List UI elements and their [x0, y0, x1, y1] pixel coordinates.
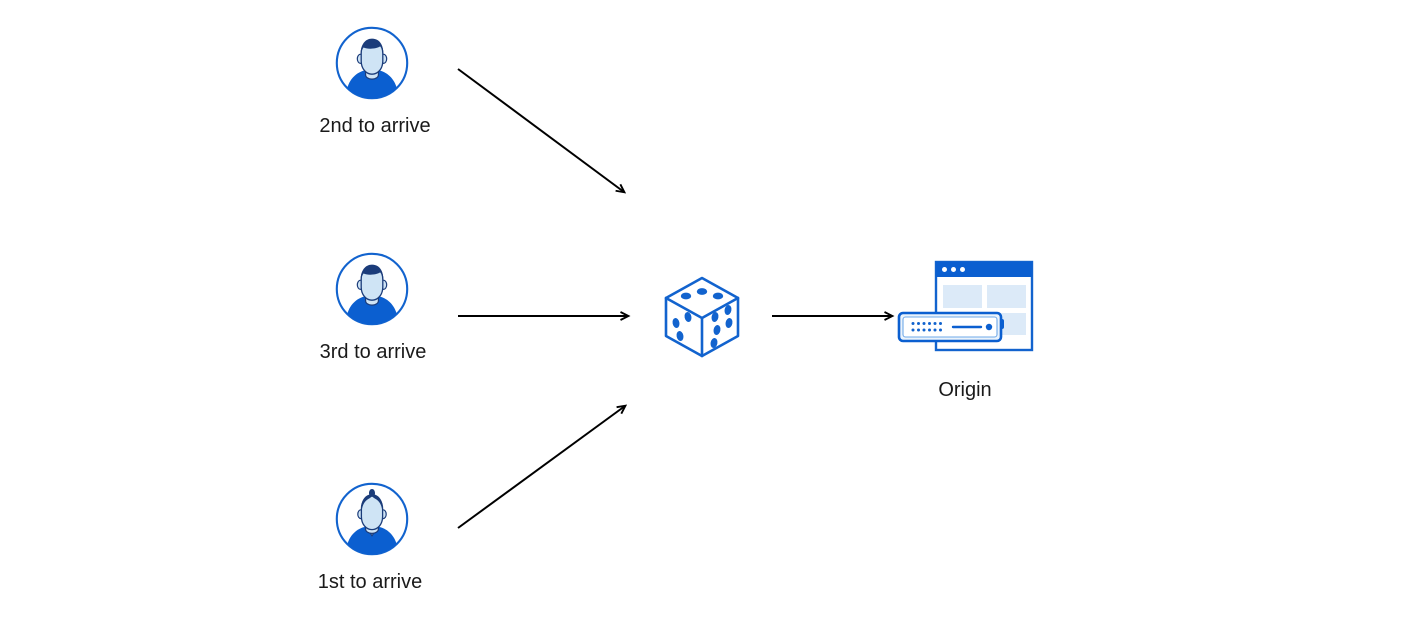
node-load-balancer[interactable] — [654, 268, 750, 364]
server-device-icon — [897, 311, 1004, 343]
node-client-3rd[interactable]: 3rd to arrive — [320, 251, 426, 363]
user-avatar-icon — [334, 25, 410, 101]
dice-icon — [654, 268, 750, 364]
node-client-2nd[interactable]: 2nd to arrive — [319, 25, 431, 137]
user-avatar-icon — [334, 251, 410, 327]
origin-server-icon — [896, 258, 1036, 368]
user-avatar-icon — [334, 481, 410, 557]
node-label-client-2nd: 2nd to arrive — [319, 115, 431, 137]
node-label-client-1st: 1st to arrive — [317, 571, 423, 593]
node-origin-server[interactable]: Origin — [896, 258, 1036, 401]
arrow-1st-to-dice — [457, 406, 625, 529]
node-label-client-3rd: 3rd to arrive — [319, 341, 427, 363]
node-label-origin: Origin — [938, 379, 992, 401]
node-client-1st[interactable]: 1st to arrive — [318, 481, 422, 593]
